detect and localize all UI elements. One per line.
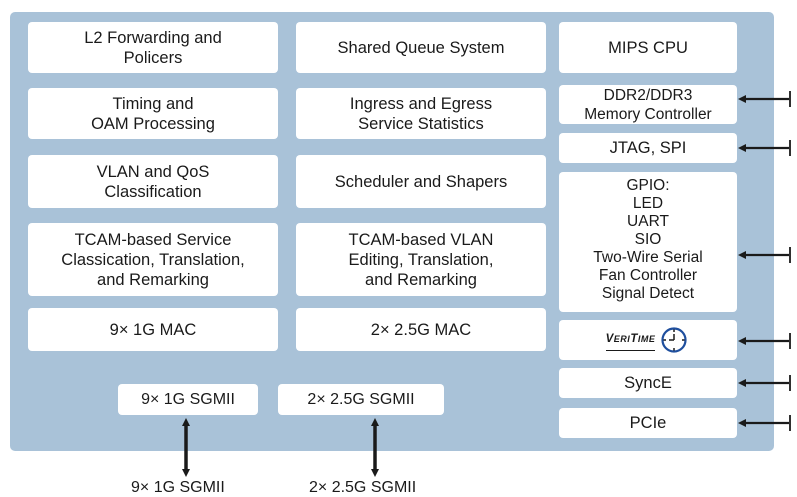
clock-icon: [661, 327, 687, 353]
synce-arrow: [738, 375, 791, 391]
sgmii-25g-block: 2× 2.5G SGMII: [278, 384, 444, 415]
scheduler-shapers-block: Scheduler and Shapers: [296, 155, 546, 208]
pcie-arrow: [738, 415, 791, 431]
tcam-service-block: TCAM-based Service Classication, Transla…: [28, 223, 278, 296]
gpio-arrow: [738, 247, 791, 263]
pcie-block: PCIe: [559, 408, 737, 438]
external-sgmii-25g-label: 2× 2.5G SGMII: [309, 479, 417, 496]
synce-block: SyncE: [559, 368, 737, 398]
timing-oam-block: Timing and OAM Processing: [28, 88, 278, 139]
veritime-wordmark: VERITIME: [605, 329, 656, 351]
gpio-block: GPIO: LED UART SIO Two-Wire Serial Fan C…: [559, 172, 737, 312]
tcam-vlan-block: TCAM-based VLAN Editing, Translation, an…: [296, 223, 546, 296]
sgmii-1g-block: 9× 1G SGMII: [118, 384, 258, 415]
l2-forwarding-block: L2 Forwarding and Policers: [28, 22, 278, 73]
vlan-qos-block: VLAN and QoS Classification: [28, 155, 278, 208]
shared-queue-block: Shared Queue System: [296, 22, 546, 73]
ddr-controller-block: DDR2/DDR3 Memory Controller: [559, 85, 737, 124]
veritime-arrow: [738, 333, 791, 349]
mac-1g-block: 9× 1G MAC: [28, 308, 278, 351]
veritime-logo: VERITIME: [605, 326, 691, 354]
ddr-arrow: [738, 91, 791, 107]
service-statistics-block: Ingress and Egress Service Statistics: [296, 88, 546, 139]
mips-cpu-block: MIPS CPU: [559, 22, 737, 73]
jtag-arrow: [738, 140, 791, 156]
mac-25g-block: 2× 2.5G MAC: [296, 308, 546, 351]
external-sgmii-1g-label: 9× 1G SGMII: [131, 479, 225, 496]
veritime-block: VERITIME: [559, 320, 737, 360]
jtag-spi-block: JTAG, SPI: [559, 133, 737, 163]
